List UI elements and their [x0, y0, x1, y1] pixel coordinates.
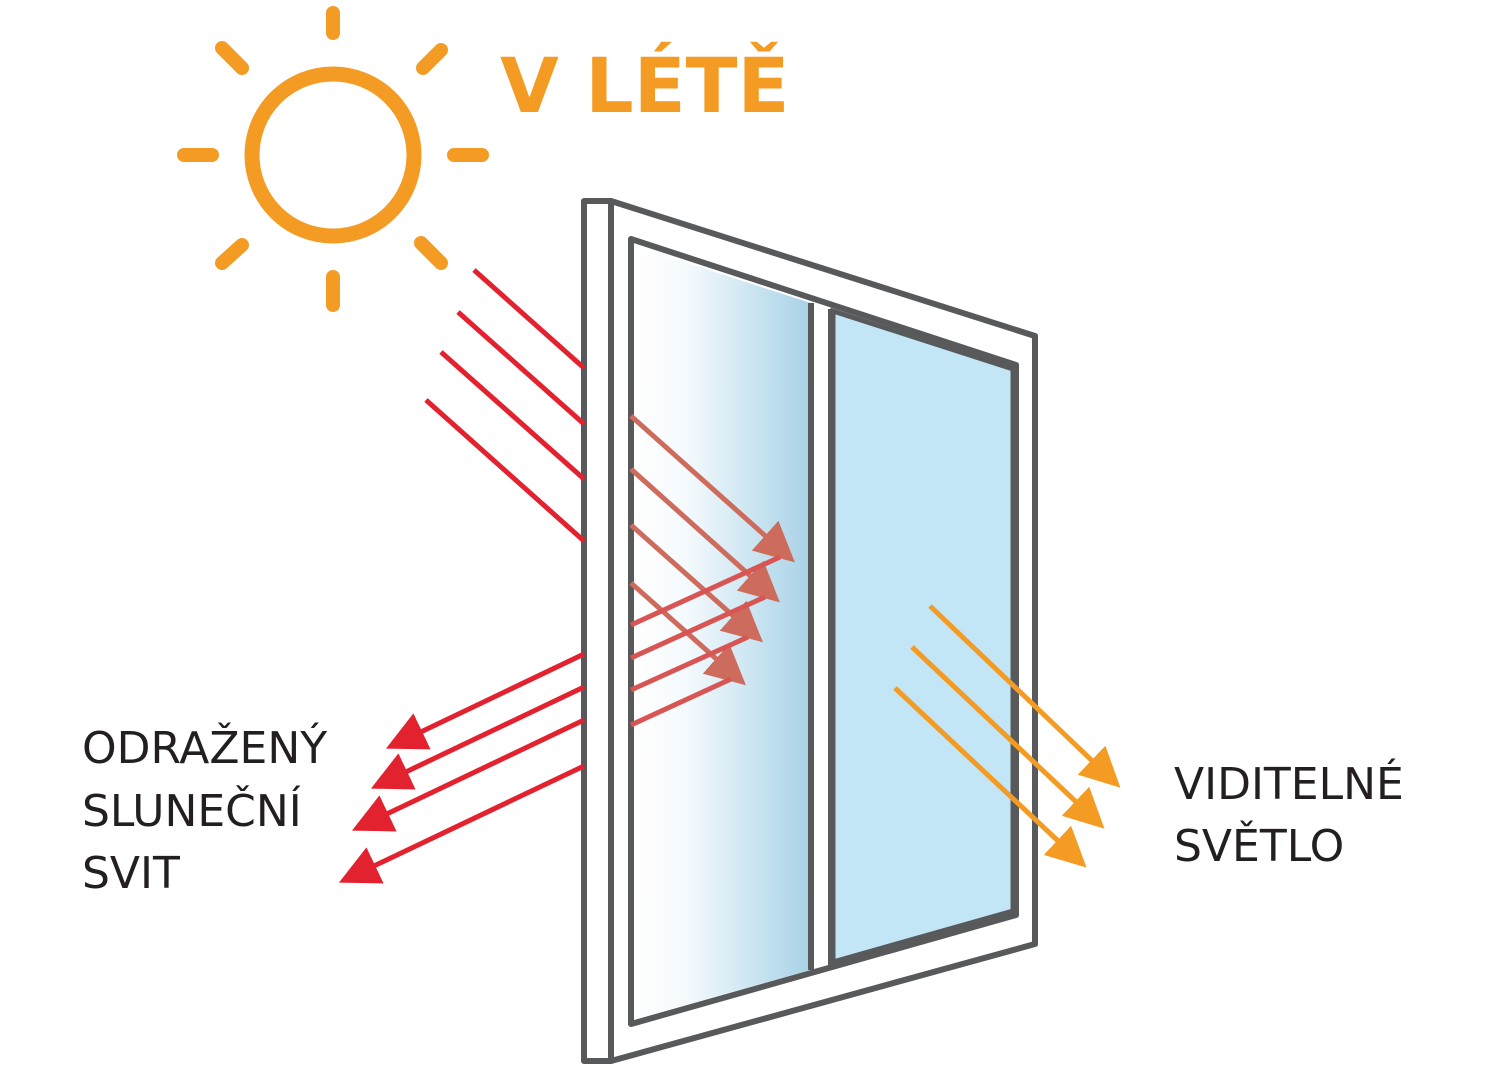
window-icon	[581, 198, 1038, 1064]
visible-light-rays	[893, 604, 1121, 868]
incoming-solar-rays	[424, 268, 586, 543]
reflected-sunlight-label: ODRAŽENÝ SLUNEČNÍ SVIT	[82, 721, 341, 899]
glass-pane-right	[830, 307, 1016, 966]
transmitted-solar-rays	[629, 414, 795, 686]
reflected-rays-inner	[629, 554, 782, 728]
visible-light-label: VIDITELNÉ SVĚTLO	[1174, 757, 1418, 872]
sun-icon	[177, 6, 489, 312]
reflected-solar-rays	[338, 651, 586, 884]
glass-pane-left	[634, 246, 811, 1019]
diagram-title: V LÉTĚ	[500, 41, 789, 130]
